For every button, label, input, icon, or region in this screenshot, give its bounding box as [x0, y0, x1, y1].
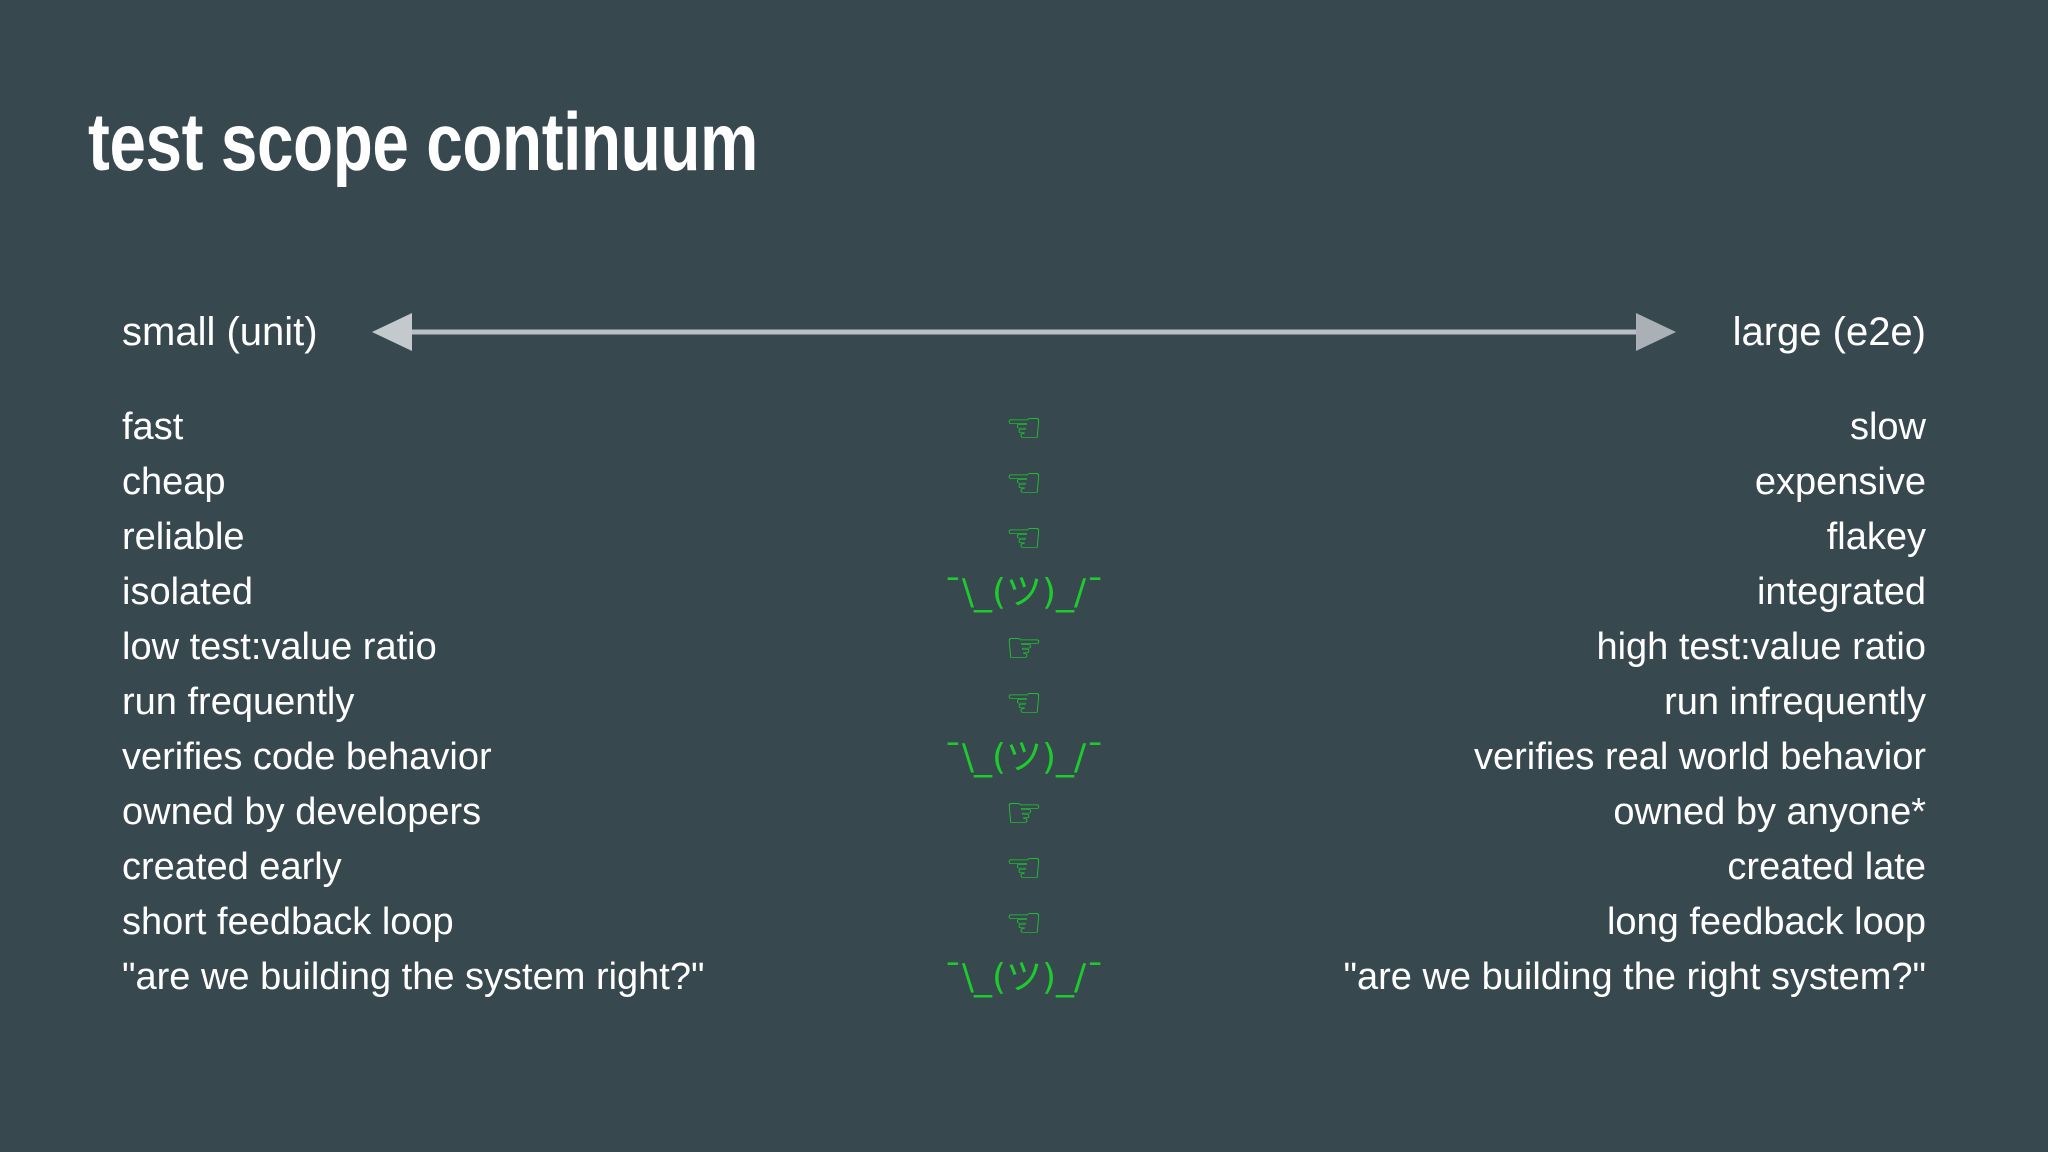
table-row: fast ☜ slow: [0, 400, 2048, 455]
row-right-label: verifies real world behavior: [1474, 736, 1926, 778]
table-row: reliable ☜ flakey: [0, 510, 2048, 565]
row-right-label: "are we building the right system?": [1343, 956, 1927, 998]
hand-left-icon: ☜: [1005, 458, 1043, 507]
row-left-label: fast: [122, 406, 184, 448]
axis-label-large: large (e2e): [1732, 310, 1926, 354]
row-right-label: owned by anyone*: [1613, 791, 1926, 833]
row-left-label: owned by developers: [122, 791, 482, 833]
row-right-label: long feedback loop: [1606, 901, 1926, 943]
hand-left-icon: ☜: [1005, 898, 1043, 947]
row-left-label: verifies code behavior: [122, 736, 492, 778]
hand-left-icon: ☜: [1005, 678, 1043, 727]
row-right-label: created late: [1727, 846, 1926, 888]
shrug-icon: ¯\_(ツ)_/¯: [943, 572, 1105, 613]
hand-left-icon: ☜: [1005, 403, 1043, 452]
scope-axis: small (unit) large (e2e): [0, 302, 2048, 362]
table-row: run frequently ☜ run infrequently: [0, 675, 2048, 730]
page-title: test scope continuum: [88, 97, 758, 188]
row-right-label: expensive: [1754, 461, 1926, 503]
row-left-label: reliable: [122, 516, 245, 558]
row-left-label: cheap: [122, 461, 226, 503]
row-right-label: run infrequently: [1664, 681, 1926, 723]
table-row: "are we building the system right?" ¯\_(…: [0, 950, 2048, 1005]
hand-right-icon: ☞: [1005, 623, 1043, 672]
continuum-rows: fast ☜ slow cheap ☜ expensive reliable ☜…: [0, 400, 2048, 1005]
row-left-label: run frequently: [122, 681, 355, 723]
hand-left-icon: ☜: [1005, 513, 1043, 562]
table-row: short feedback loop ☜ long feedback loop: [0, 895, 2048, 950]
shrug-icon: ¯\_(ツ)_/¯: [943, 957, 1105, 998]
axis-label-small: small (unit): [122, 310, 318, 354]
table-row: verifies code behavior ¯\_(ツ)_/¯ verifie…: [0, 730, 2048, 785]
row-left-label: isolated: [122, 571, 253, 613]
table-row: owned by developers ☞ owned by anyone*: [0, 785, 2048, 840]
row-right-label: slow: [1849, 406, 1926, 448]
table-row: created early ☜ created late: [0, 840, 2048, 895]
double-headed-arrow-icon: [372, 302, 1676, 362]
shrug-icon: ¯\_(ツ)_/¯: [943, 737, 1105, 778]
hand-left-icon: ☜: [1005, 843, 1043, 892]
table-row: low test:value ratio ☞ high test:value r…: [0, 620, 2048, 675]
row-left-label: created early: [122, 846, 342, 888]
row-left-label: short feedback loop: [122, 901, 454, 943]
row-right-label: high test:value ratio: [1596, 626, 1926, 668]
row-left-label: "are we building the system right?": [122, 956, 705, 998]
row-right-label: integrated: [1756, 571, 1926, 613]
table-row: cheap ☜ expensive: [0, 455, 2048, 510]
row-right-label: flakey: [1826, 516, 1926, 558]
hand-right-icon: ☞: [1005, 788, 1043, 837]
row-left-label: low test:value ratio: [122, 626, 437, 668]
table-row: isolated ¯\_(ツ)_/¯ integrated: [0, 565, 2048, 620]
